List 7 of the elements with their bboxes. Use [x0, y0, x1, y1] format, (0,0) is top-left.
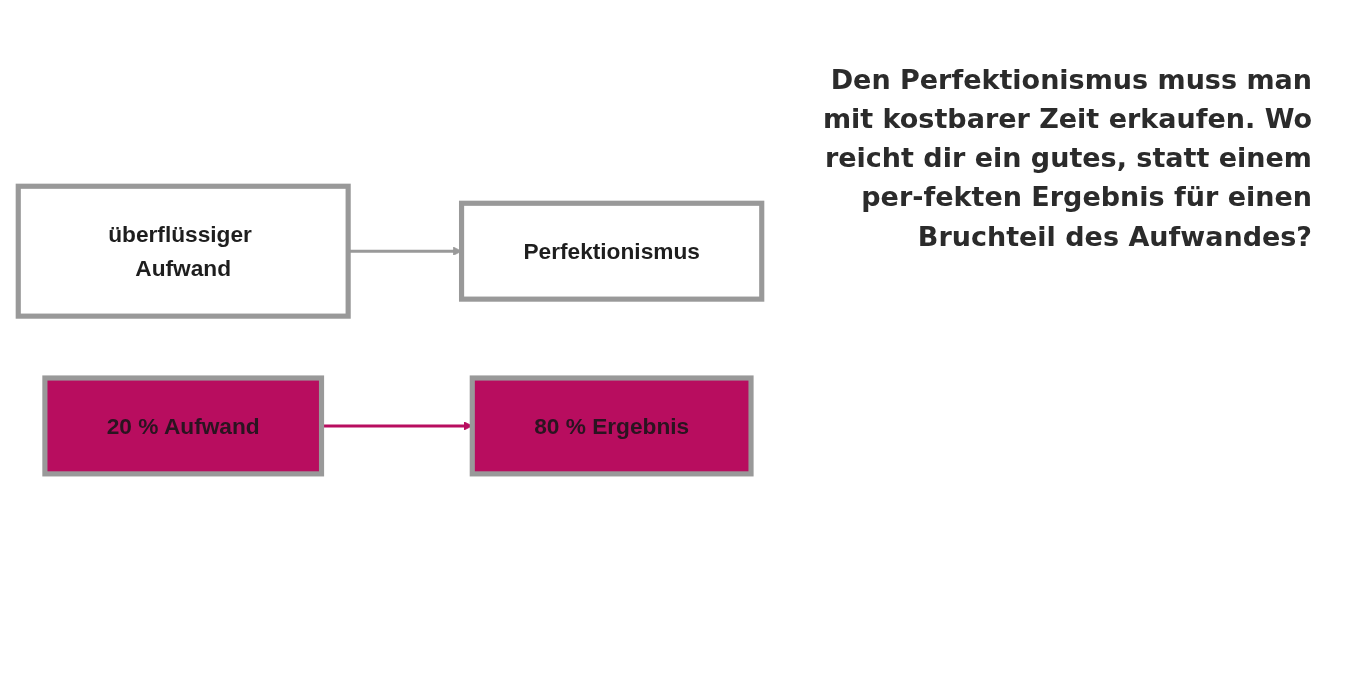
node-box: Perfektionismus — [459, 200, 765, 302]
arrow — [348, 246, 462, 256]
node-box: 20 % Aufwand — [42, 375, 325, 477]
node-box: 80 % Ergebnis — [469, 375, 754, 477]
node-box: überflüssiger Aufwand — [15, 183, 351, 319]
arrow — [321, 421, 473, 431]
note-text: Den Perfektionismus muss man mit kostbarer Zeit erkaufen. Wo reicht dir ein gutes, statt einem per-fekten Ergebnis für einen Bruchteil des Aufwandes? — [821, 63, 1312, 254]
